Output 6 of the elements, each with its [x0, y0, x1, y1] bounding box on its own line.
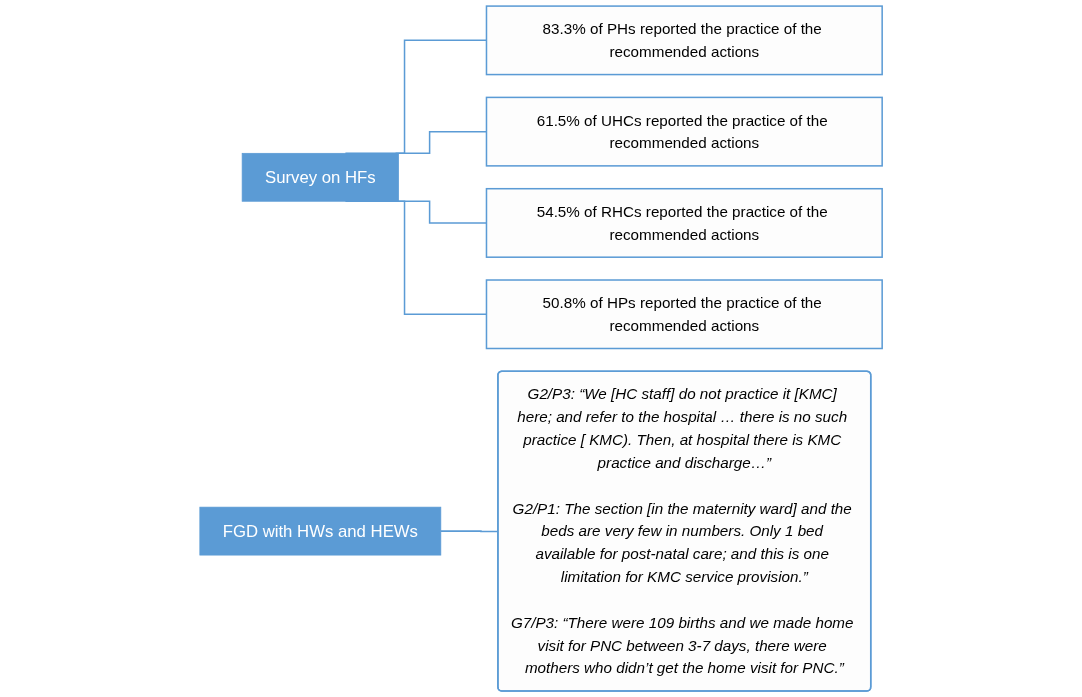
- node-box: 83.3% of PHs reported the practice of the recommended actions: [485, 5, 883, 76]
- node-box: 50.8% of HPs reported the practice of the recommended actions: [485, 279, 883, 350]
- node-box: 54.5% of RHCs reported the practice of the recommended actions: [485, 187, 883, 258]
- node-box: FGD with HWs and HEWs: [199, 506, 442, 556]
- node-box: 61.5% of UHCs reported the practice of the recommended actions: [485, 96, 883, 167]
- node-box: Survey on HFs: [241, 152, 399, 202]
